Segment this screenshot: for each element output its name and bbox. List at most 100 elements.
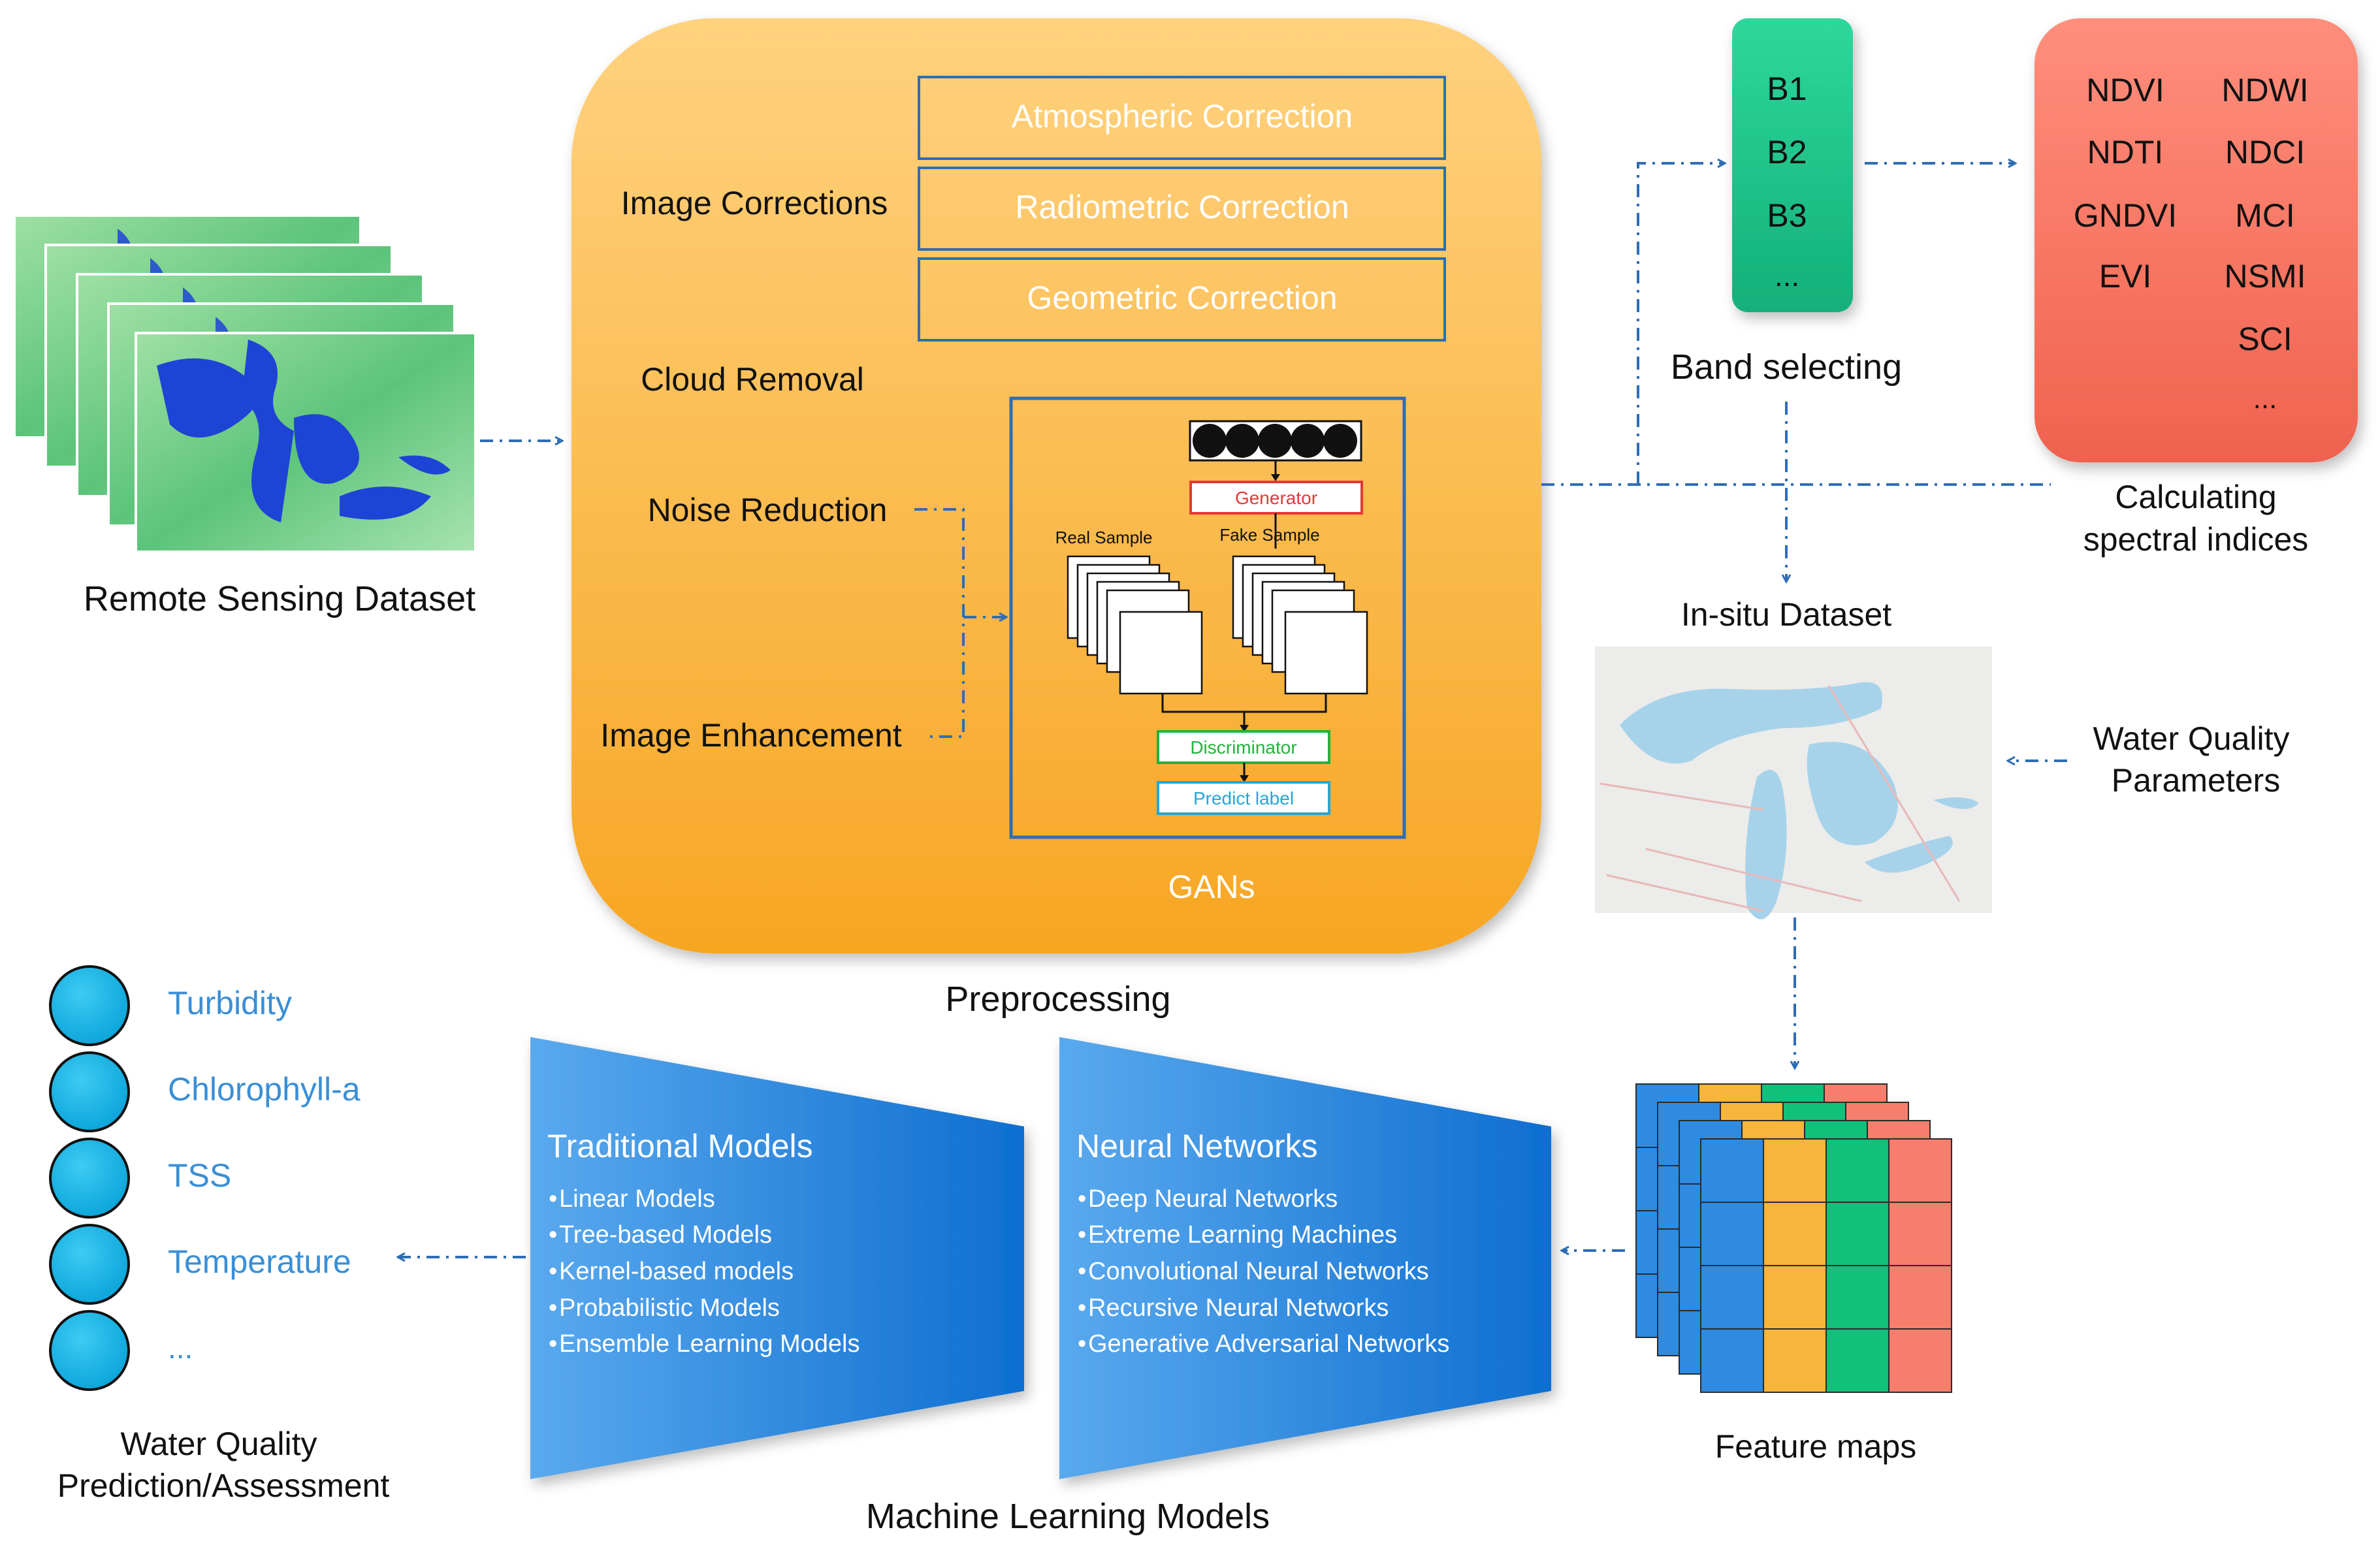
discriminator-label: Discriminator bbox=[1190, 737, 1296, 758]
correction-label: Radiometric Correction bbox=[1015, 189, 1349, 225]
output-circle bbox=[49, 1051, 130, 1132]
feature-map-cell bbox=[1700, 1138, 1764, 1203]
noise-vector bbox=[1189, 420, 1362, 462]
nn-item: Convolutional Neural Networks bbox=[1088, 1258, 1429, 1285]
insitu-caption: In-situ Dataset bbox=[1681, 596, 1891, 633]
feature-map-cell bbox=[1825, 1202, 1890, 1266]
fake-sample-label: Fake Sample bbox=[1219, 525, 1319, 545]
output-circle bbox=[49, 1224, 130, 1305]
predict-label-text: Predict label bbox=[1193, 788, 1294, 808]
band-box: B1 B2 B3 ... bbox=[1732, 18, 1853, 312]
feature-map-cell bbox=[1825, 1328, 1890, 1393]
index-item: NSMI bbox=[2225, 258, 2306, 295]
nn-bullet: • bbox=[1078, 1294, 1086, 1322]
real-sample-label: Real Sample bbox=[1055, 528, 1153, 547]
traditional-models-box: Traditional Models • Linear Models • Tre… bbox=[530, 1037, 1024, 1479]
nn-bullet: • bbox=[1078, 1330, 1086, 1358]
band-item: B3 bbox=[1767, 197, 1807, 234]
index-item: NDCI bbox=[2225, 134, 2305, 170]
index-item: EVI bbox=[2099, 258, 2152, 295]
nn-item: Extreme Learning Machines bbox=[1088, 1221, 1397, 1249]
feature-map-cell bbox=[1888, 1202, 1952, 1266]
correction-box-radiometric: Radiometric Correction bbox=[918, 167, 1446, 251]
output-item: Temperature bbox=[168, 1243, 351, 1280]
noise-reduction-label: Noise Reduction bbox=[648, 492, 888, 528]
nn-bullet: • bbox=[1078, 1221, 1086, 1249]
nn-bullet: • bbox=[1078, 1258, 1086, 1285]
generator-label: Generator bbox=[1235, 488, 1317, 508]
tm-bullet: • bbox=[549, 1258, 557, 1285]
band-selecting-caption: Band selecting bbox=[1671, 347, 1902, 387]
wq-params-line1: Water Quality bbox=[2093, 720, 2289, 757]
output-item: TSS bbox=[168, 1157, 231, 1194]
output-list: Turbidity Chlorophyll-a TSS Temperature … bbox=[49, 965, 361, 1391]
tm-item: Ensemble Learning Models bbox=[559, 1330, 860, 1358]
feature-map-cell bbox=[1700, 1328, 1764, 1393]
tm-item: Linear Models bbox=[559, 1185, 715, 1213]
feature-maps-caption: Feature maps bbox=[1715, 1428, 1916, 1465]
index-item: GNDVI bbox=[2074, 197, 2177, 234]
tm-bullet: • bbox=[549, 1221, 557, 1249]
feature-map-cell bbox=[1763, 1265, 1827, 1330]
ml-caption: Machine Learning Models bbox=[866, 1497, 1270, 1536]
correction-box-atmospheric: Atmospheric Correction bbox=[918, 76, 1446, 160]
output-item: ... bbox=[168, 1331, 193, 1365]
feature-map-cell bbox=[1700, 1265, 1764, 1330]
tm-item: Tree-based Models bbox=[559, 1221, 772, 1249]
insitu-map bbox=[1595, 647, 1992, 919]
output-item: Chlorophyll-a bbox=[168, 1071, 361, 1108]
image-enhancement-label: Image Enhancement bbox=[600, 717, 902, 754]
tm-bullet: • bbox=[549, 1294, 557, 1322]
index-item: NDTI bbox=[2087, 134, 2164, 170]
index-item: NDVI bbox=[2086, 72, 2164, 108]
feature-maps bbox=[1635, 1083, 1952, 1393]
wq-params-line2: Parameters bbox=[2112, 762, 2280, 799]
arrow-to-bands bbox=[1637, 163, 1724, 485]
tm-bullet: • bbox=[549, 1185, 557, 1213]
nn-item: Recursive Neural Networks bbox=[1088, 1294, 1389, 1322]
correction-label: Atmospheric Correction bbox=[1012, 98, 1353, 135]
output-circle bbox=[49, 965, 130, 1046]
correction-box-geometric: Geometric Correction bbox=[918, 257, 1446, 342]
feature-map-cell bbox=[1763, 1138, 1827, 1203]
feature-map-cell bbox=[1888, 1265, 1952, 1330]
real-sample-stack bbox=[1067, 555, 1203, 695]
band-item: ... bbox=[1775, 259, 1799, 293]
feature-map-layer bbox=[1700, 1138, 1952, 1393]
remote-sensing-stack: Remote Sensing Dataset bbox=[13, 214, 477, 618]
output-circle bbox=[49, 1138, 130, 1219]
fake-sample-stack bbox=[1232, 555, 1368, 695]
output-circle bbox=[49, 1310, 130, 1391]
feature-map-cell bbox=[1825, 1138, 1890, 1203]
feature-map-cell bbox=[1825, 1265, 1890, 1330]
neural-networks-box: Neural Networks • Deep Neural Networks •… bbox=[1059, 1037, 1551, 1479]
indices-caption-line1: Calculating bbox=[2115, 479, 2276, 515]
index-item: SCI bbox=[2238, 321, 2292, 357]
gan-panel: Generator Real Sample Fake Sample bbox=[1009, 396, 1406, 839]
feature-map-cell bbox=[1763, 1328, 1827, 1393]
indices-caption-line2: spectral indices bbox=[2083, 521, 2309, 558]
feature-map-cell bbox=[1888, 1138, 1952, 1203]
tm-item: Kernel-based models bbox=[559, 1258, 794, 1285]
image-corrections-label: Image Corrections bbox=[621, 185, 888, 221]
satellite-image-front bbox=[135, 332, 477, 553]
index-item: MCI bbox=[2235, 197, 2295, 234]
index-item: NDWI bbox=[2221, 72, 2308, 108]
discriminator-box bbox=[1157, 730, 1330, 764]
tm-item: Probabilistic Models bbox=[559, 1294, 780, 1322]
preprocessing-caption: Preprocessing bbox=[945, 980, 1170, 1019]
nn-bullet: • bbox=[1078, 1185, 1086, 1213]
band-item: B1 bbox=[1767, 71, 1807, 107]
tm-bullet: • bbox=[549, 1330, 557, 1358]
feature-map-cell bbox=[1888, 1328, 1952, 1393]
correction-label: Geometric Correction bbox=[1027, 279, 1337, 316]
connector-noise-enhancement bbox=[914, 508, 965, 738]
band-item: B2 bbox=[1767, 134, 1807, 170]
cloud-removal-label: Cloud Removal bbox=[641, 361, 864, 398]
feature-map-cell bbox=[1763, 1202, 1827, 1266]
prediction-caption-line2: Prediction/Assessment bbox=[57, 1467, 390, 1504]
prediction-caption-line1: Water Quality bbox=[120, 1426, 317, 1462]
preprocessing-box: Image Corrections Atmospheric Correction… bbox=[571, 18, 1541, 953]
nn-title: Neural Networks bbox=[1076, 1128, 1318, 1164]
